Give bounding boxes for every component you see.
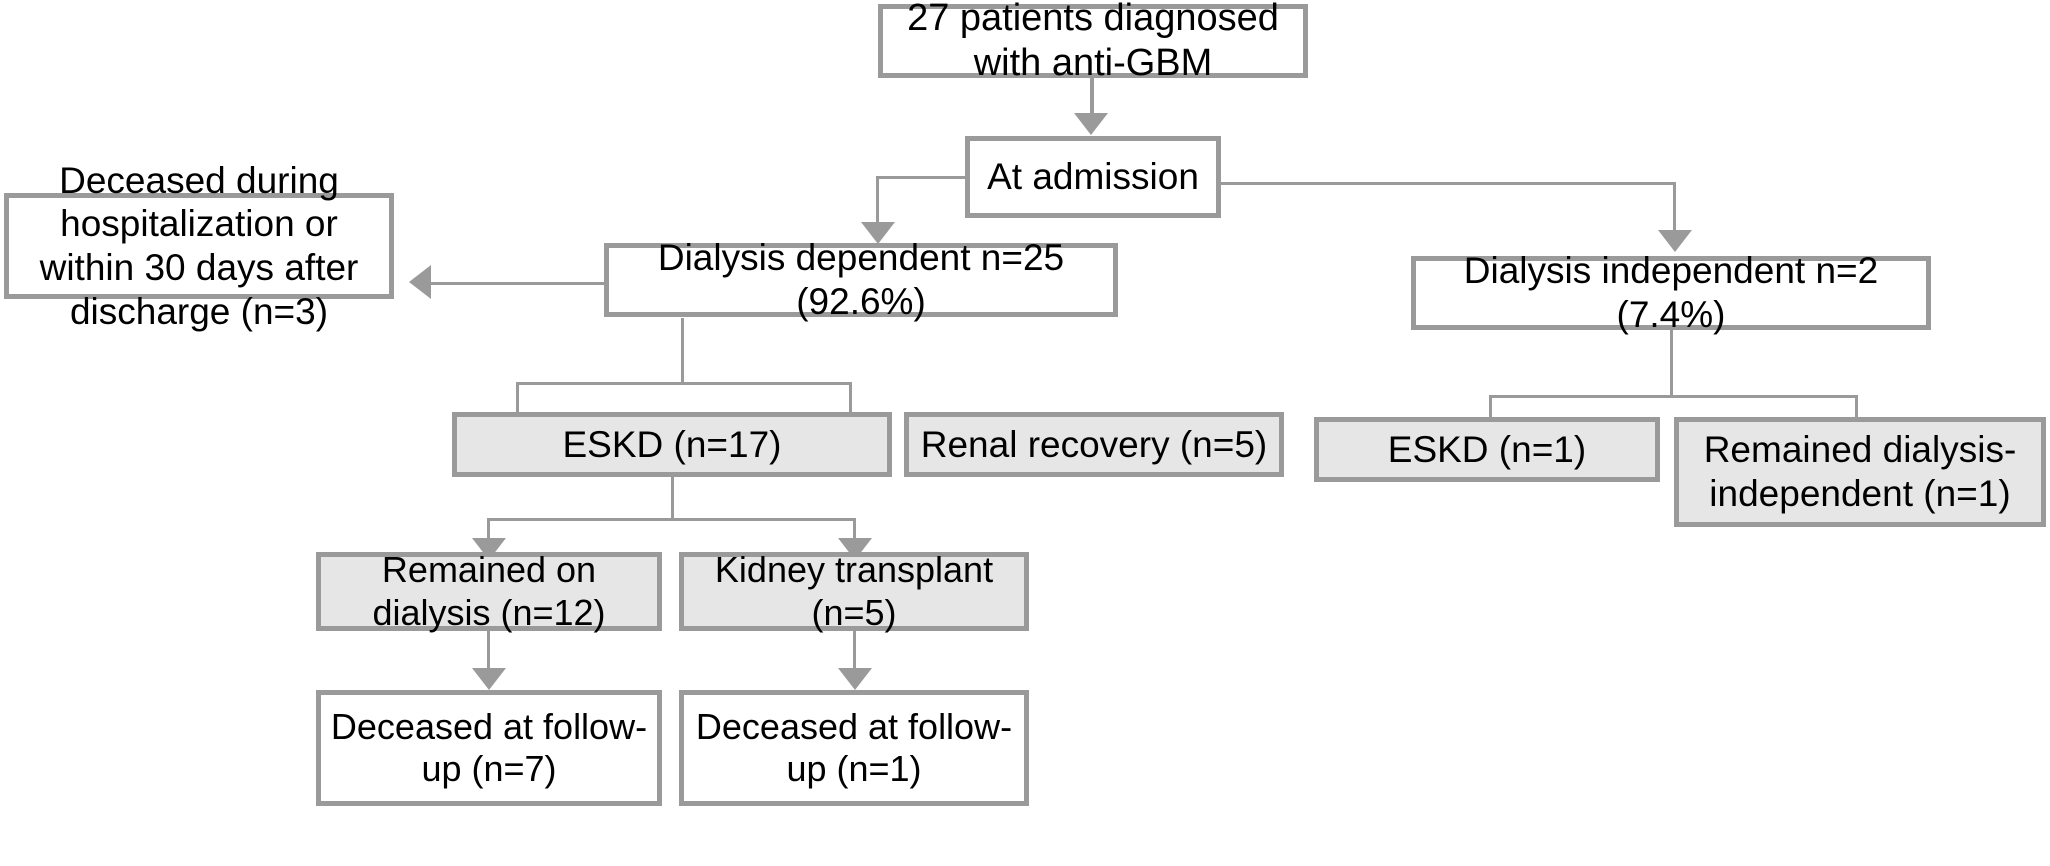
- edge-eskd17-split-drop-left: [487, 518, 490, 544]
- node-eskd-17[interactable]: ESKD (n=17): [452, 412, 892, 477]
- edge-dependent-split-drop-left: [516, 382, 519, 414]
- node-dialysis-independent-label: Dialysis independent n=2 (7.4%): [1463, 250, 1879, 335]
- edge-independent-split-bar: [1489, 395, 1858, 398]
- edge-admission-right-horizontal: [1218, 182, 1676, 185]
- node-root[interactable]: 27 patients diagnosed with anti-GBM: [878, 0, 1308, 84]
- node-at-admission-label: At admission: [987, 156, 1199, 198]
- edge-transplant-to-deceased1-arrowhead: [838, 668, 872, 690]
- edge-independent-split-drop-right: [1855, 395, 1858, 419]
- edge-eskd17-split-drop-right: [853, 518, 856, 544]
- node-root-label: 27 patients diagnosed with anti-GBM: [907, 0, 1279, 84]
- node-deceased-followup-7-label: Deceased at follow-up (n=7): [330, 705, 648, 789]
- edge-dependent-to-deceased-arrowhead: [409, 265, 431, 299]
- edge-dependent-split-bar: [516, 382, 852, 385]
- node-deceased-hospitalization-label: Deceased during hospitalization or withi…: [39, 159, 359, 332]
- node-eskd-1[interactable]: ESKD (n=1): [1314, 417, 1660, 482]
- edge-dependent-split-stem: [681, 318, 684, 384]
- node-remained-dialysis-independent-1[interactable]: Remained dialysis-independent (n=1): [1674, 417, 2046, 527]
- node-deceased-followup-1-label: Deceased at follow-up (n=1): [695, 705, 1013, 789]
- node-eskd-1-label: ESKD (n=1): [1387, 428, 1587, 470]
- node-remained-dialysis-independent-1-label: Remained dialysis-independent (n=1): [1703, 429, 2017, 514]
- edge-root-to-admission-stem: [1090, 78, 1094, 118]
- edge-remained-to-deceased7-stem: [487, 631, 490, 674]
- node-kidney-transplant-5-label: Kidney transplant (n=5): [714, 549, 994, 633]
- node-deceased-followup-7[interactable]: Deceased at follow-up (n=7): [316, 690, 662, 806]
- edge-admission-left-vertical: [876, 176, 879, 228]
- node-at-admission[interactable]: At admission: [965, 136, 1221, 218]
- node-dialysis-independent[interactable]: Dialysis independent n=2 (7.4%): [1411, 250, 1931, 335]
- edge-remained-to-deceased7-arrowhead: [472, 668, 506, 690]
- node-deceased-hospitalization[interactable]: Deceased during hospitalization or withi…: [4, 160, 394, 332]
- edge-admission-right-vertical: [1673, 182, 1676, 236]
- node-kidney-transplant-5[interactable]: Kidney transplant (n=5): [679, 549, 1029, 633]
- node-deceased-followup-1[interactable]: Deceased at follow-up (n=1): [679, 690, 1029, 806]
- edge-admission-left-arrowhead: [861, 222, 895, 244]
- edge-admission-right-arrowhead: [1658, 230, 1692, 252]
- node-eskd-17-label: ESKD (n=17): [562, 423, 782, 465]
- edge-independent-split-stem2: [1670, 328, 1673, 396]
- edge-dependent-to-deceased-horizontal: [430, 282, 605, 285]
- node-remained-on-dialysis-12-label: Remained on dialysis (n=12): [372, 549, 606, 633]
- node-dialysis-dependent-label: Dialysis dependent n=25 (92.6%): [657, 237, 1065, 322]
- edge-eskd17-split-bar: [487, 518, 856, 521]
- node-dialysis-dependent[interactable]: Dialysis dependent n=25 (92.6%): [604, 237, 1118, 322]
- edge-transplant-to-deceased1-stem: [853, 631, 856, 674]
- edge-admission-left-horizontal: [876, 176, 968, 179]
- edge-independent-split-drop-left: [1489, 395, 1492, 419]
- edge-dependent-split-drop-right: [849, 382, 852, 414]
- node-remained-on-dialysis-12[interactable]: Remained on dialysis (n=12): [316, 549, 662, 633]
- edge-eskd17-split-stem: [671, 477, 674, 521]
- node-renal-recovery-5-label: Renal recovery (n=5): [920, 423, 1268, 465]
- edge-root-to-admission-arrowhead: [1074, 113, 1108, 135]
- node-renal-recovery-5[interactable]: Renal recovery (n=5): [904, 412, 1284, 477]
